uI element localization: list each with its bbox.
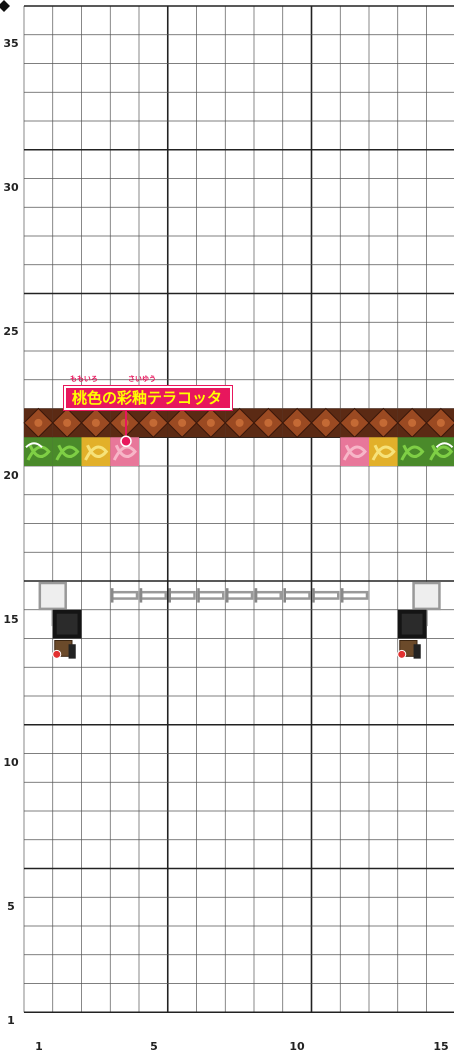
y-label-25: 25 [3,325,19,338]
terracotta-dot [206,418,215,427]
terracotta-dot [178,418,187,427]
glazed-swirl [371,444,396,461]
glazed-swirl [55,444,80,461]
iron-bar-segment [197,590,225,600]
glazed-swirl [26,444,51,461]
terracotta-dot [63,418,72,427]
corner-marker [0,0,10,12]
glazed-swirl [84,444,109,461]
warning-marker [397,649,407,659]
y-label-30: 30 [3,181,19,194]
callout-pointer-dot [120,435,132,447]
terracotta-dot [34,418,43,427]
x-label-1: 1 [35,1040,43,1053]
terracotta-dot [408,418,417,427]
iron-bar-segment [139,590,167,600]
x-label-10: 10 [289,1040,305,1053]
iron-bar-segment [111,590,139,600]
y-label-10: 10 [3,756,19,769]
iron-bar-segment [312,590,340,600]
y-label-35: 35 [3,37,19,50]
glazed-swirl [400,444,425,461]
terracotta-dot [264,418,273,427]
obsidian-shade [56,613,78,635]
y-label-20: 20 [3,469,19,482]
iron-bar-segment [254,590,282,600]
warning-marker [52,649,62,659]
callout-ruby-left: ももいろ [70,375,98,383]
glass-pane [412,581,441,611]
y-label-1: 1 [7,1014,15,1027]
terracotta-dot [120,418,129,427]
terracotta-dot [379,418,388,427]
terracotta-dot [149,418,158,427]
glass-pane [38,581,67,611]
terracotta-dot [235,418,244,427]
glazed-swirl [342,444,367,461]
iron-bar-segment [283,590,311,600]
terracotta-dot [321,418,330,427]
glazed-swirl [112,444,137,461]
swirl-accent [435,442,454,448]
x-label-5: 5 [150,1040,158,1053]
y-label-5: 5 [7,900,15,913]
terracotta-dot [436,418,445,427]
chest-shadow [68,644,76,659]
swirl-accent [25,442,43,448]
obsidian-shade [401,613,423,635]
chest-shadow [413,644,421,659]
callout-label: 桃色の彩釉テラコッタ [72,389,223,407]
terracotta-dot [293,418,302,427]
iron-bar-segment [341,590,369,600]
glazed-swirl [429,444,454,461]
x-label-15: 15 [433,1040,449,1053]
block-callout: 桃色の彩釉テラコッタ [64,386,233,410]
terracotta-dot [350,418,359,427]
terracotta-dot [91,418,100,427]
iron-bar-segment [226,590,254,600]
y-label-15: 15 [3,613,19,626]
iron-bar-segment [168,590,196,600]
callout-ruby-right: さいゆう [128,375,156,383]
